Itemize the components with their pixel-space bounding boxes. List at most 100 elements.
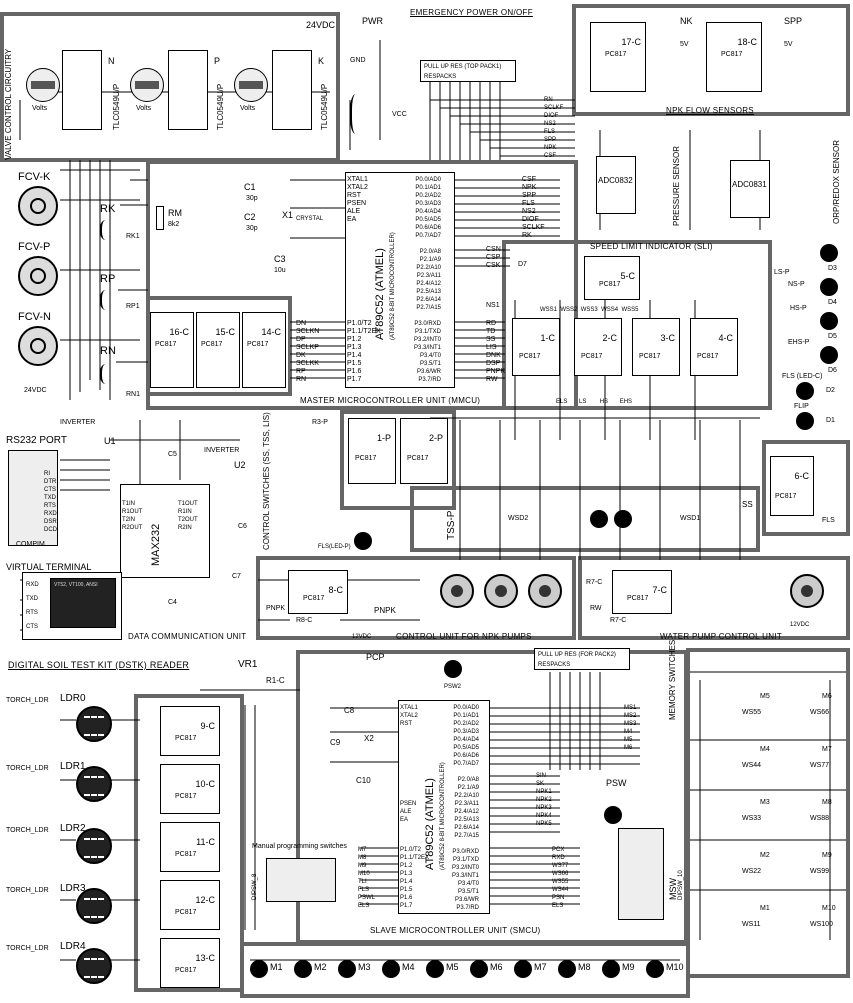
- respack1-net: DIOF: [544, 113, 559, 119]
- memory-m-left: M5 M4 M3 M2 M1: [760, 670, 770, 935]
- emergency-vcc-label: VCC: [392, 111, 407, 118]
- opto-10c-name: PC817: [175, 793, 197, 800]
- npk-flow-title: NPK FLOW SENSORS: [666, 106, 754, 115]
- opto-17c-name: PC817: [605, 51, 627, 58]
- mmcu-pin: P3.1/TXD: [415, 329, 442, 335]
- smcu-pin: P1.3: [400, 871, 413, 877]
- valve-n-label: FCV-N: [18, 311, 51, 323]
- led-d4: [820, 278, 838, 296]
- smcu-pin: P2.0/A8: [457, 777, 480, 783]
- led-m7-label: M7: [534, 962, 547, 972]
- mmcu-pin: P0.2/AD2: [415, 193, 442, 199]
- sli-net: ELS: [556, 399, 568, 405]
- sli-net: WSS3: [580, 307, 598, 313]
- u2-label: U2: [234, 460, 246, 470]
- memory-ws: WS22: [742, 868, 762, 875]
- rs232-pin: RI: [44, 471, 50, 477]
- opto-18c: 18-C PC817: [706, 22, 762, 92]
- nk-5v-label: 5V: [680, 41, 689, 48]
- opto-16c: 16-C PC817: [150, 312, 194, 388]
- mmcu-net: SS: [486, 336, 496, 343]
- orp-title: ORP/REDOX SENSOR: [832, 139, 841, 224]
- opto-14c: 14-C PC817: [242, 312, 286, 388]
- mmcu-net: DSP: [486, 360, 501, 367]
- ldr2-label: LDR2: [60, 823, 86, 834]
- memory-ws: WS11: [742, 921, 761, 928]
- rs232-pin: DTR: [44, 479, 57, 485]
- max232-name: MAX232: [150, 523, 162, 566]
- pressure-title: PRESSURE SENSOR: [672, 145, 681, 226]
- opto-9c-id: 9-C: [200, 721, 215, 731]
- opto-1p-id: 1-P: [376, 433, 391, 443]
- memory-ws: WS44: [742, 762, 762, 769]
- max232-left-pins: T1IN R1OUT T2IN R2OUT: [122, 500, 142, 532]
- meter-k-label: Volts: [240, 105, 256, 112]
- smcu-net: NPK5: [536, 821, 552, 827]
- max232-pin: R2IN: [178, 525, 192, 531]
- relay-n-coil-label: RN1: [126, 391, 141, 398]
- mmcu-pin: PSEN: [347, 200, 367, 207]
- vt-pins: RXD TXD RTS CTS: [26, 578, 39, 634]
- manual-dip-switch[interactable]: [266, 858, 336, 902]
- valve-n-icon: [18, 326, 58, 366]
- smcu-pin: P1.0/T2: [400, 847, 422, 853]
- sensor-k-meter-icon: [234, 68, 268, 102]
- smcu-pin: P1.7: [400, 903, 413, 909]
- data-comm-title: DATA COMMUNICATION UNIT: [128, 632, 247, 641]
- memory-ws: WS77: [810, 762, 830, 769]
- led-fls-p: [354, 532, 372, 550]
- mmcu-net: DK: [296, 352, 306, 359]
- opto-15c: 15-C PC817: [196, 312, 240, 388]
- led-m2: [294, 960, 312, 978]
- opto-3c-name: PC817: [639, 353, 661, 360]
- ldr1-icon: [76, 766, 112, 802]
- msw-dip-switch[interactable]: [618, 828, 664, 920]
- dstk-title: DIGITAL SOIL TEST KIT (DSTK) READER: [8, 660, 190, 670]
- led-m4: [382, 960, 400, 978]
- mmcu-right-nets-mid: CSN CSP CSK: [486, 246, 501, 270]
- c3-label: C3: [274, 254, 286, 264]
- rm-resistor: [156, 206, 164, 230]
- opto-3c-id: 3-C: [660, 333, 675, 343]
- smcu-pin: P3.3/INT1: [452, 873, 480, 879]
- pump-w-icon: [790, 574, 824, 608]
- memory-m: M1: [760, 905, 770, 912]
- opto-10c-id: 10-C: [195, 779, 215, 789]
- opto-10c: 10-C PC817: [160, 764, 220, 814]
- sensor-p-meter-icon: [130, 68, 164, 102]
- mmcu-pin: P0.1/AD1: [415, 185, 442, 191]
- rs232-pin: RTS: [44, 503, 56, 509]
- vcc-24-label: 24VDC: [306, 20, 336, 30]
- led-d5: [820, 312, 838, 330]
- r3p-label: R3-P: [312, 419, 328, 426]
- opto-5c-id: 5-C: [620, 271, 635, 281]
- mmcu-pin: P2.3/A11: [416, 273, 442, 279]
- relay-k-coil-label: RK1: [126, 233, 140, 240]
- mmcu-pin: P2.1/A9: [419, 257, 442, 263]
- opto-18c-name: PC817: [721, 51, 743, 58]
- rm-label: RM: [168, 208, 182, 218]
- led-m3-label: M3: [358, 962, 371, 972]
- mmcu-pin: P0.6/AD6: [415, 225, 442, 231]
- sli-net: WSS5: [621, 307, 639, 313]
- mmcu-net: DNK: [486, 352, 501, 359]
- smcu-pin: P1.5: [400, 887, 413, 893]
- c1-value: 30p: [246, 195, 258, 202]
- respack1-box: [420, 60, 516, 82]
- emergency-gnd-label: GND: [350, 57, 366, 64]
- mmcu-pin: P2.2/A10: [416, 265, 442, 271]
- led-d6: [820, 346, 838, 364]
- spp-5v-label: 5V: [784, 41, 793, 48]
- smcu-net: MS1: [624, 705, 637, 711]
- smcu-net: MS2: [624, 713, 637, 719]
- sli-net: EHS: [619, 399, 633, 405]
- sli-nets-bottom: ELS LS HS EHS: [556, 398, 632, 406]
- led-flip-label: FLIP: [794, 403, 809, 410]
- sli-net: WSS1: [540, 307, 558, 313]
- valve-k-icon: [18, 186, 58, 226]
- opto-4c-id: 4-C: [718, 333, 733, 343]
- smcu-pin: P2.3/A11: [454, 801, 480, 807]
- smcu-net: WS77: [552, 863, 569, 869]
- adc0831-chip: [730, 160, 770, 218]
